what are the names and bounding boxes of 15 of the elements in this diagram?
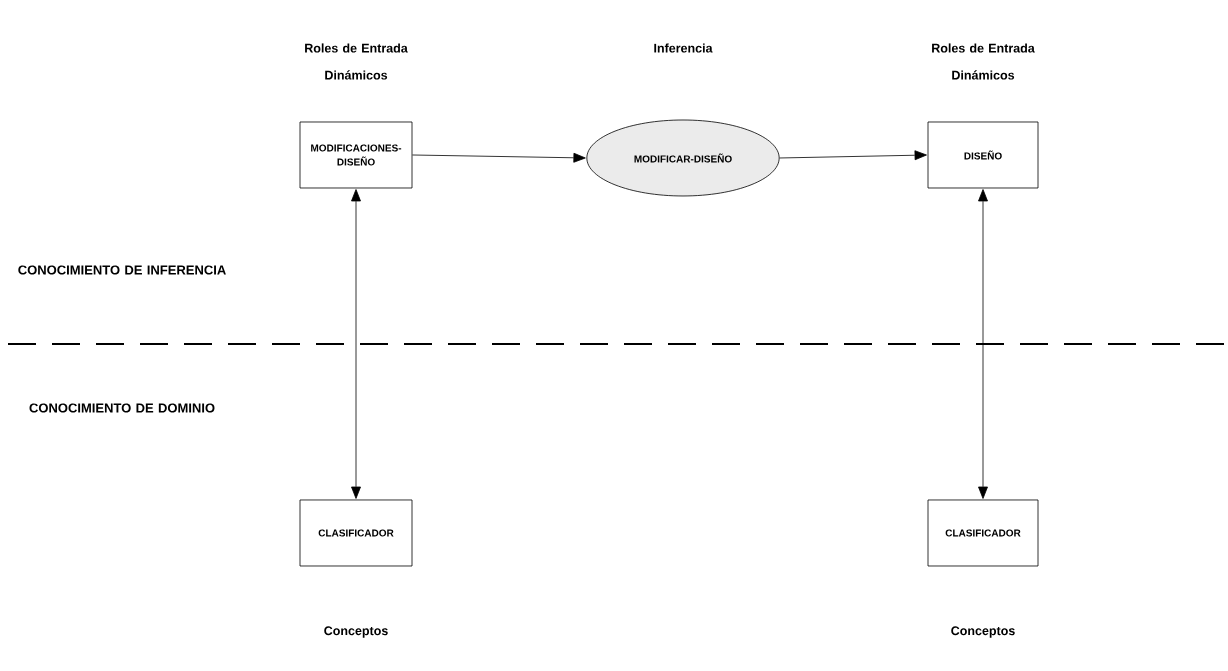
node-heading: Conceptos [324, 626, 388, 638]
process-box: MODIFICACIONES-DISEÑO [299, 121, 413, 189]
process-box: CLASIFICADOR [927, 499, 1039, 567]
process-box: CLASIFICADOR [299, 499, 413, 567]
arrow [779, 150, 927, 161]
section-label: CONOCIMIENTO DE INFERENCIA [18, 265, 226, 275]
node-heading: Conceptos [951, 626, 1015, 638]
arrow [978, 189, 988, 499]
process-box: DISEÑO [927, 121, 1039, 189]
section-label: CONOCIMIENTO DE DOMINIO [29, 403, 215, 413]
node-heading: Roles de Entrada Dinámicos [932, 43, 1035, 80]
arrow [412, 152, 586, 163]
arrow [351, 189, 361, 499]
node-heading: Roles de Entrada Dinámicos [305, 43, 408, 80]
column-heading: Inferencia [654, 43, 713, 53]
